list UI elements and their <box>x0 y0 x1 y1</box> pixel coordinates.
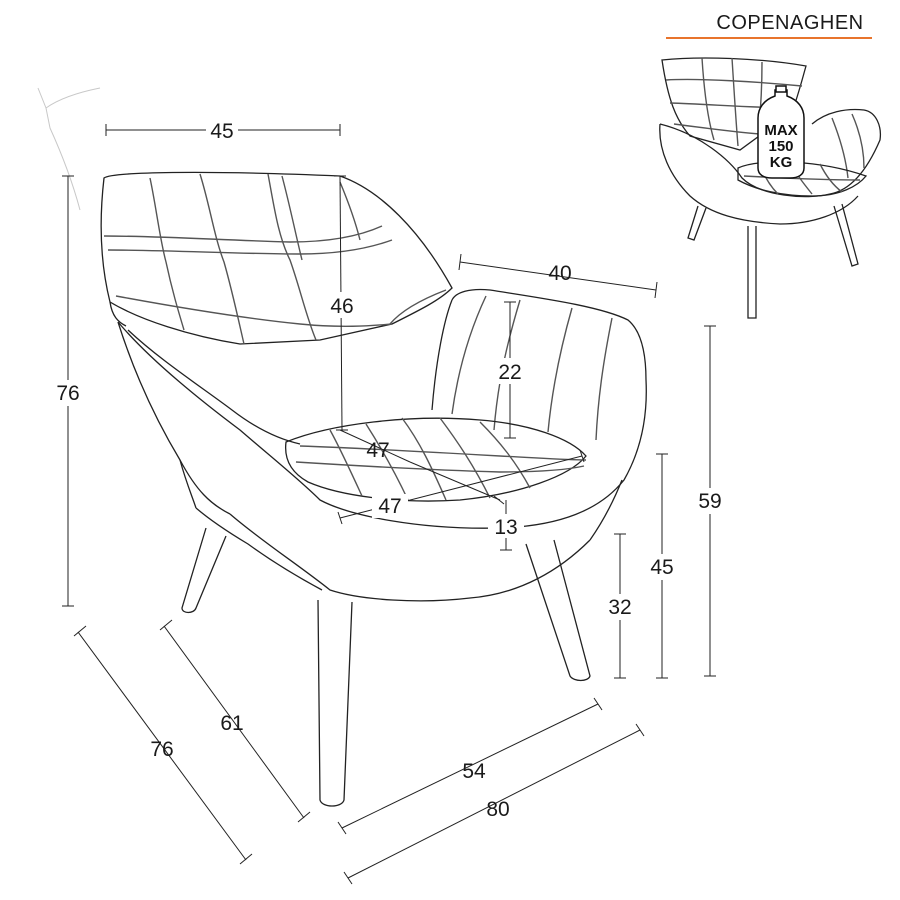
max-weight-unit: KG <box>770 154 793 171</box>
dimension-labels: 45 46 40 22 47 47 13 76 59 45 32 76 61 5… <box>52 118 726 821</box>
leg-depth-label: 61 <box>220 712 243 735</box>
armrest-depth-label: 40 <box>548 262 571 285</box>
max-weight-label: MAX <box>764 122 797 139</box>
seat-thickness-label: 13 <box>494 516 517 539</box>
seat-front-width-label: 47 <box>378 495 401 518</box>
total-height-label: 76 <box>56 382 79 405</box>
max-weight-value: 150 <box>768 138 793 155</box>
product-title: COPENAGHEN <box>716 12 863 34</box>
armrest-floor-height-label: 59 <box>698 490 721 513</box>
seat-height-label: 45 <box>650 556 673 579</box>
back-width-label: 45 <box>210 120 233 143</box>
total-width-label: 80 <box>486 798 509 821</box>
preview-chair-illustration: MAX 150 KG <box>659 57 882 319</box>
armrest-height-label: 22 <box>498 361 521 384</box>
main-chair-illustration <box>37 87 647 807</box>
back-height-label: 46 <box>330 295 353 318</box>
leg-height-label: 32 <box>608 596 631 619</box>
total-depth-label: 76 <box>150 738 173 761</box>
seat-back-width-label: 47 <box>366 439 389 462</box>
weight-bottle-icon <box>757 85 805 179</box>
leg-width-label: 54 <box>462 760 486 783</box>
